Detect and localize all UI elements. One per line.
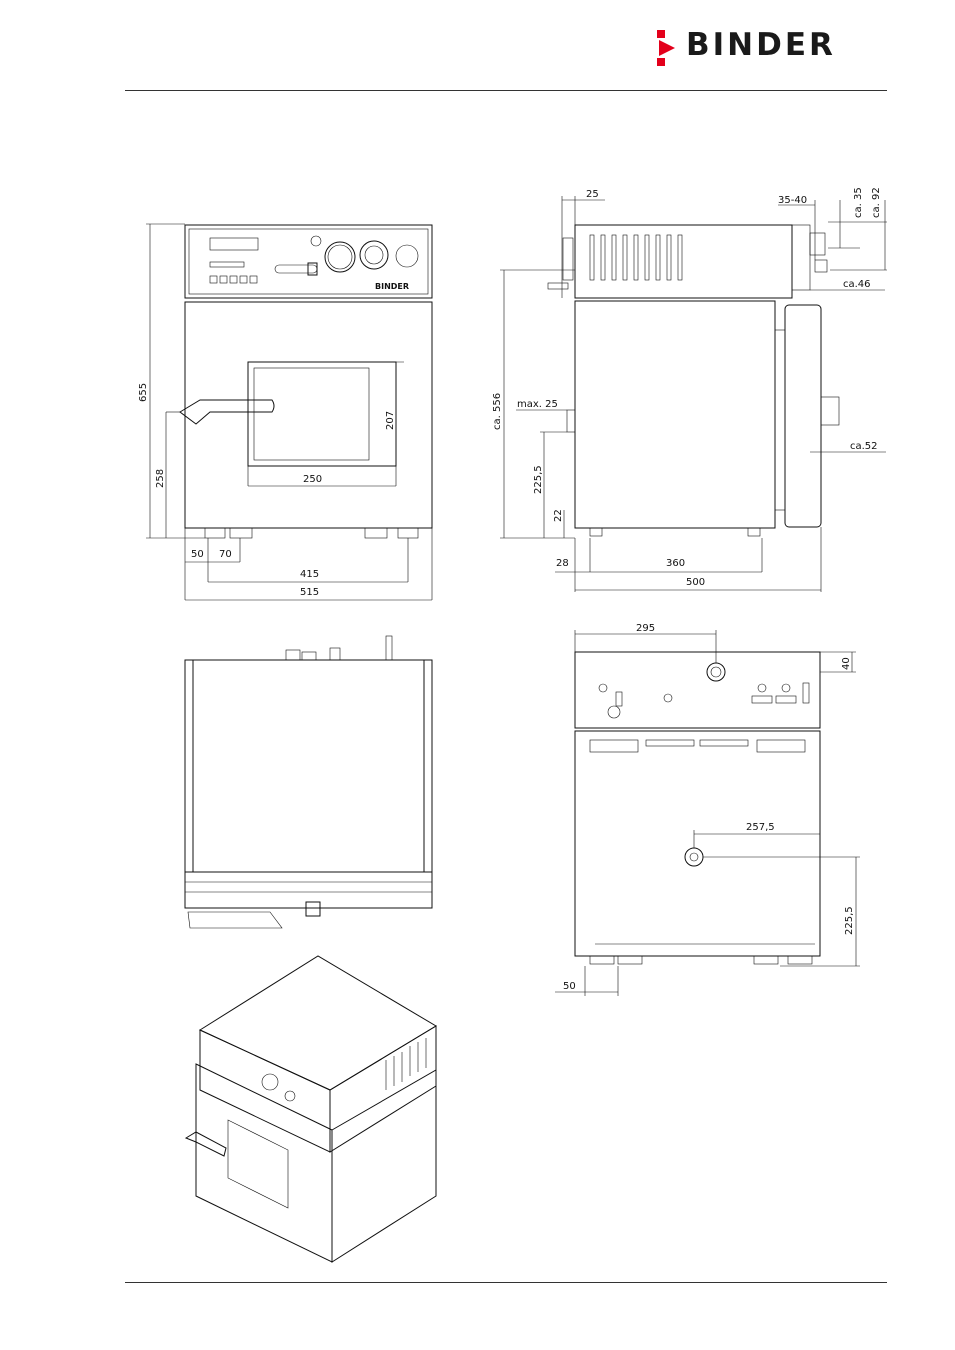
dim-port-257-5: 257,5 xyxy=(746,822,775,833)
dim-valve-height: 225,5 xyxy=(533,465,544,494)
dim-rear-ca52: ca.52 xyxy=(850,441,878,452)
isometric-view xyxy=(184,955,437,1263)
dim-top-40: 40 xyxy=(841,657,852,670)
panel-brand-label: BINDER xyxy=(375,282,409,291)
dim-depth-360: 360 xyxy=(666,558,685,569)
dim-bottom-22: 22 xyxy=(553,509,564,522)
side-vents xyxy=(589,234,683,281)
dim-rear-ca46: ca.46 xyxy=(843,279,871,290)
dim-connector-295: 295 xyxy=(636,623,655,634)
dim-front-28: 28 xyxy=(556,558,569,569)
dim-side-height: ca. 556 xyxy=(492,393,503,430)
panel-buttons xyxy=(209,275,258,284)
dim-foot-spacing: 70 xyxy=(219,549,232,560)
dim-window-height: 207 xyxy=(385,411,396,430)
dim-foot-span: 415 xyxy=(300,569,319,580)
dim-width: 515 xyxy=(300,587,319,598)
binder-logo: BINDER xyxy=(655,27,890,66)
dim-handle-height: 258 xyxy=(155,469,166,488)
top-view xyxy=(184,635,433,929)
footer-rule xyxy=(125,1282,887,1283)
header-rule xyxy=(125,90,887,91)
dim-foot-50: 50 xyxy=(563,981,576,992)
dim-port-225-5: 225,5 xyxy=(844,906,855,935)
brand-name: BINDER xyxy=(686,27,836,63)
binder-logo-mark-icon xyxy=(657,30,675,66)
dim-foot-offset: 50 xyxy=(191,549,204,560)
front-view: BINDER 655 258 207 250 xyxy=(138,223,433,601)
dim-top-offset: 25 xyxy=(586,189,599,200)
dim-rear-35-40: 35-40 xyxy=(778,195,807,206)
dim-rear-ca35: ca. 35 xyxy=(853,187,864,218)
dim-window-width: 250 xyxy=(303,474,322,485)
dim-depth-500: 500 xyxy=(686,577,705,588)
dim-rear-ca92: ca. 92 xyxy=(871,187,882,218)
dim-height: 655 xyxy=(138,383,149,402)
side-view: 25 35-40 ca. 35 ca. 92 ca.46 ca. 556 max… xyxy=(492,187,887,592)
dim-max25: max. 25 xyxy=(517,399,558,410)
rear-view: 295 40 257,5 225,5 50 xyxy=(555,623,860,996)
